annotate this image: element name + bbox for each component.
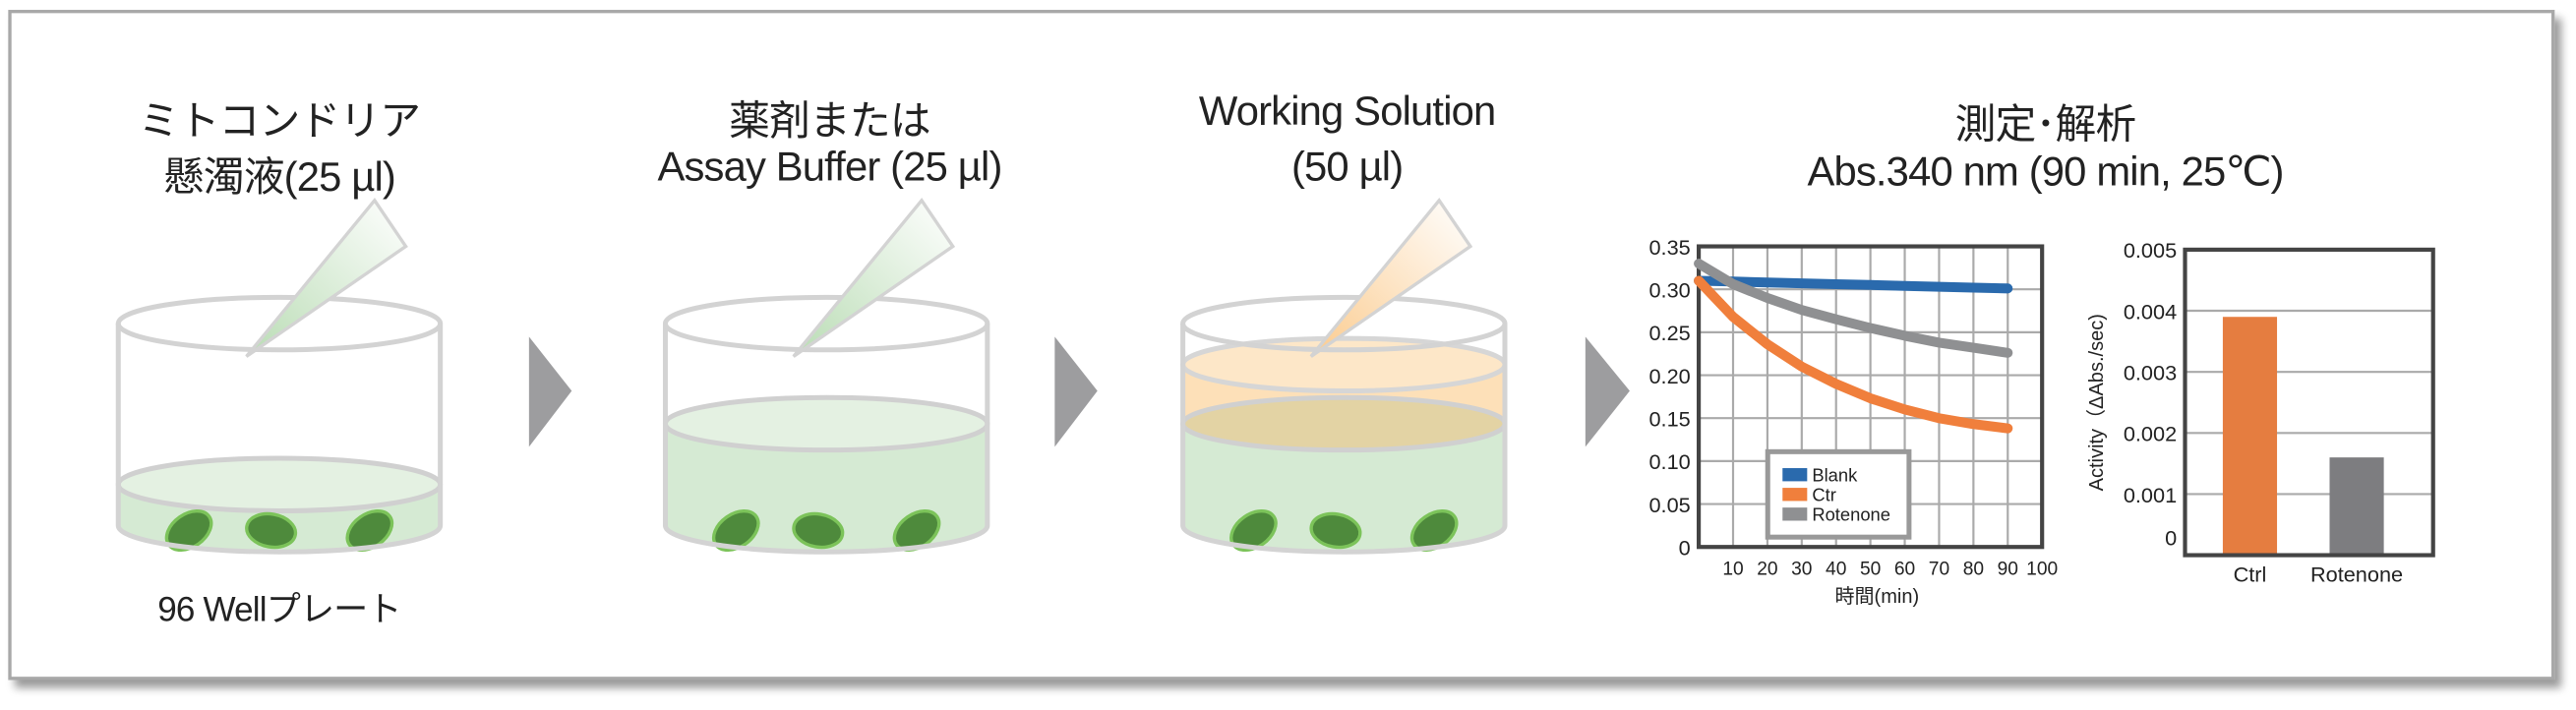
arrow-3 bbox=[1585, 336, 1630, 447]
well-2 bbox=[662, 197, 990, 555]
bar-rotenone bbox=[2329, 457, 2384, 556]
step1-title-line1: ミトコンドリア bbox=[138, 98, 421, 145]
plate-caption: 96 Wellプレート bbox=[157, 591, 401, 629]
liquid-surface bbox=[115, 455, 444, 513]
step3-title-line2: (50 µl) bbox=[1290, 144, 1404, 191]
working-solution-surface bbox=[1180, 335, 1508, 394]
step4-title-line1: 測定･解析 bbox=[1954, 101, 2137, 148]
y-tick-label: 0 bbox=[2165, 526, 2177, 551]
absorbance-line-chart: 0 0.05 0.10 0.15 0.20 0.25 0.30 0.35 10 20 30 40 50 6… bbox=[1648, 235, 2058, 608]
well-rim bbox=[115, 294, 444, 353]
x-tick-label: 70 bbox=[1929, 560, 1949, 580]
mitochondrion-2 bbox=[1309, 511, 1362, 550]
legend-swatch-rotenone bbox=[1782, 507, 1808, 521]
legend-swatch-blank bbox=[1782, 468, 1808, 482]
bar-ctrl bbox=[2222, 317, 2278, 556]
y-tick-label: 0.004 bbox=[2124, 299, 2177, 324]
series-line-blank bbox=[1694, 275, 2013, 294]
x-tick-label: Rotenone bbox=[2310, 562, 2403, 586]
x-tick-label: 50 bbox=[1860, 560, 1881, 580]
well-rim bbox=[1180, 294, 1508, 353]
y-tick-label: 0 bbox=[1679, 536, 1691, 561]
x-tick-label: 40 bbox=[1826, 560, 1846, 580]
y-tick-label: 0.05 bbox=[1648, 493, 1690, 517]
y-tick-label: 0.25 bbox=[1648, 321, 1690, 345]
x-tick-label: Ctrl bbox=[2234, 562, 2267, 586]
step2-title-line1: 薬剤または bbox=[729, 98, 930, 145]
step4-title-line2: Abs.340 nm (90 min, 25℃) bbox=[1807, 148, 2284, 196]
series-line-ctr bbox=[1694, 275, 2013, 434]
x-axis-label: 時間(min) bbox=[1834, 585, 1919, 608]
pipette-tip bbox=[1309, 197, 1473, 358]
y-tick-label: 0.002 bbox=[2124, 422, 2177, 446]
x-tick-label: 100 bbox=[2026, 560, 2058, 580]
plot-border bbox=[1697, 244, 2045, 550]
x-tick-label: 60 bbox=[1894, 560, 1915, 580]
y-tick-label: 0.005 bbox=[2124, 238, 2177, 263]
liquid-surface bbox=[662, 394, 990, 453]
mitochondrion-2 bbox=[245, 511, 298, 550]
well-wall bbox=[1180, 324, 1508, 555]
step1-title-line2: 懸濁液(25 µl) bbox=[162, 154, 396, 201]
step2-title-line2: Assay Buffer (25 µl) bbox=[657, 144, 1002, 191]
x-tick-label: 10 bbox=[1722, 560, 1743, 580]
y-tick-label: 0.15 bbox=[1648, 407, 1690, 432]
arrow-1 bbox=[528, 336, 572, 447]
well-3 bbox=[1180, 197, 1508, 555]
well-wall bbox=[115, 324, 444, 555]
legend-label: Ctr bbox=[1812, 484, 1835, 504]
pipette-tip bbox=[245, 197, 408, 358]
well-1 bbox=[115, 197, 444, 555]
y-tick-label: 0.20 bbox=[1648, 364, 1690, 388]
pipette-tip bbox=[792, 197, 956, 358]
plot-border bbox=[2183, 247, 2435, 558]
mitochondrion-2 bbox=[792, 511, 845, 550]
x-tick-label: 20 bbox=[1757, 560, 1777, 580]
legend-label: Blank bbox=[1812, 464, 1858, 485]
y-tick-label: 0.003 bbox=[2124, 361, 2177, 385]
y-axis-label: Activity（ΔAbs./sec) bbox=[2085, 314, 2108, 491]
y-tick-label: 0.35 bbox=[1648, 235, 1690, 260]
plot-area bbox=[2185, 249, 2433, 556]
x-tick-label: 30 bbox=[1791, 560, 1812, 580]
y-tick-label: 0.10 bbox=[1648, 449, 1690, 474]
well-rim bbox=[662, 294, 990, 353]
step3-title-line1: Working Solution bbox=[1198, 89, 1496, 135]
series-line-rotenone bbox=[1694, 259, 2013, 358]
arrow-2 bbox=[1054, 336, 1098, 447]
x-tick-label: 80 bbox=[1963, 560, 1984, 580]
x-tick-label: 90 bbox=[1998, 560, 2018, 580]
well-wall bbox=[662, 324, 990, 555]
legend-label: Rotenone bbox=[1812, 503, 1890, 524]
y-tick-label: 0.30 bbox=[1648, 278, 1690, 303]
liquid-surface bbox=[1180, 394, 1508, 453]
y-tick-label: 0.001 bbox=[2124, 483, 2177, 507]
legend-swatch-ctr bbox=[1782, 488, 1808, 502]
